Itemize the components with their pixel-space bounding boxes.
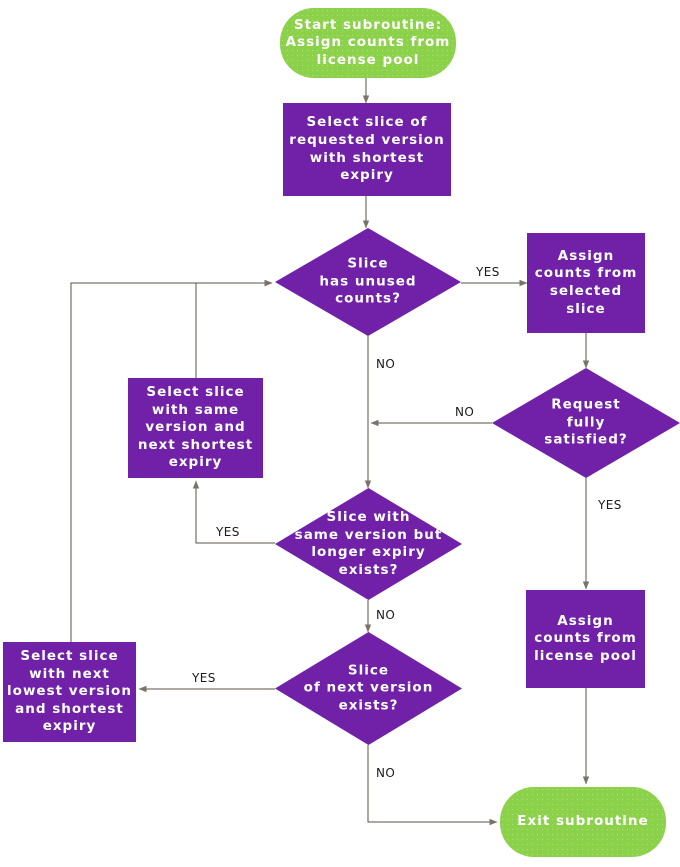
diamond-shape [275,228,461,336]
node-select-slice-next-lowest-version-label: Select slice with next lowest version an… [7,648,132,735]
node-exit[interactable]: Exit subroutine [500,787,666,857]
node-select-shortest-expiry[interactable]: Select slice of requested version with s… [283,103,451,196]
edge-label-request-satisfied-yes: YES [598,498,622,512]
node-start[interactable]: Start subroutine: Assign counts from lic… [280,8,456,78]
diamond-shape [492,368,680,478]
edge-label-next-version-yes: YES [192,671,216,685]
edge-label-next-version-no: NO [376,766,396,780]
node-assign-counts-selected-slice-label: Assign counts from selected slice [534,247,638,317]
edge-label-has-unused-yes: YES [476,265,500,279]
edge-select-same-version-to-loop [195,279,273,378]
edge-next-version-no [367,745,498,826]
diamond-shape [275,632,462,745]
node-exit-label: Exit subroutine [517,813,649,830]
node-request-fully-satisfied-label: Request fully satisfied? [544,396,628,448]
node-same-version-longer-expiry-exists-label: Slice with same version but longer expir… [294,508,443,578]
node-select-slice-next-lowest-version[interactable]: Select slice with next lowest version an… [3,642,136,742]
diamond-shape [275,488,462,600]
node-select-slice-same-version[interactable]: Select slice with same version and next … [128,378,263,478]
edge-label-same-version-longer-yes: YES [216,525,240,539]
node-same-version-longer-expiry-exists[interactable]: Slice with same version but longer expir… [275,488,462,600]
edge-label-request-satisfied-no: NO [455,405,475,419]
node-assign-counts-selected-slice[interactable]: Assign counts from selected slice [527,233,645,333]
node-request-fully-satisfied[interactable]: Request fully satisfied? [492,368,680,478]
node-start-label: Start subroutine: Assign counts from lic… [285,16,451,68]
node-assign-counts-license-pool[interactable]: Assign counts from license pool [526,590,645,688]
edge-label-same-version-longer-no: NO [376,608,396,622]
node-assign-counts-license-pool-label: Assign counts from license pool [534,612,637,664]
node-slice-of-next-version-exists[interactable]: Slice of next version exists? [275,632,462,745]
node-select-slice-same-version-label: Select slice with same version and next … [137,384,254,471]
node-slice-of-next-version-exists-label: Slice of next version exists? [303,662,434,714]
node-slice-has-unused-counts[interactable]: Slice has unused counts? [275,228,461,336]
node-slice-has-unused-counts-label: Slice has unused counts? [319,255,417,307]
node-select-shortest-expiry-label: Select slice of requested version with s… [289,114,445,184]
edge-label-has-unused-no: NO [376,357,396,371]
